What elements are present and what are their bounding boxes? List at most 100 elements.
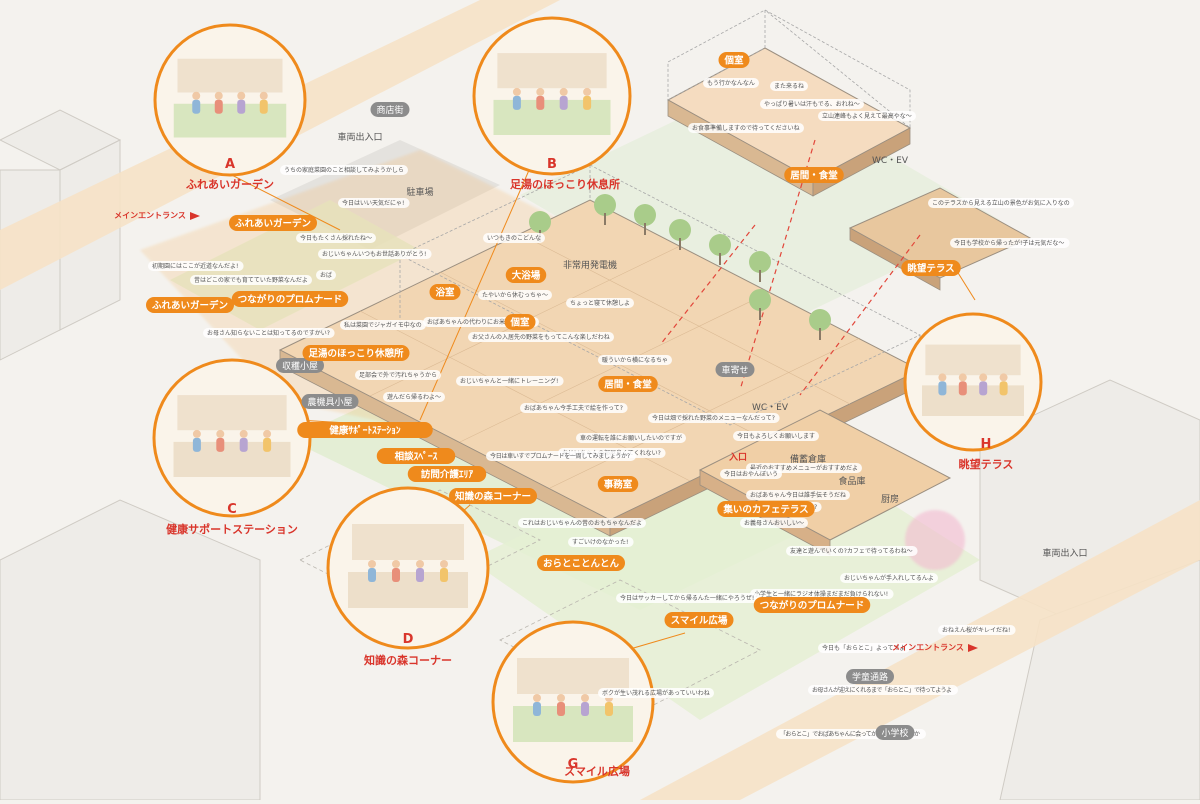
bubble-text: 初期園にはここが近道なんだよ! [152, 262, 238, 270]
svg-text:訪問介護ｴﾘｱ: 訪問介護ｴﾘｱ [421, 469, 474, 481]
bubble-text: ボクが生い茂れる広場があっていいわね [602, 689, 710, 697]
svg-text:つながりのプロムナード: つながりのプロムナード [238, 294, 343, 306]
speech-bubble: お食事準備しますので待ってくださいね [688, 123, 804, 133]
plain-label-wcev1: WC・EV [872, 156, 909, 166]
bubble-text: すごいけのなかった! [572, 538, 628, 546]
orange-tag-sodan: 相談ｽﾍﾟｰｽ [376, 448, 456, 464]
tree [669, 219, 691, 250]
orange-tag-koshitsu1: 個室 [504, 314, 536, 330]
orange-tag-fureai2: ふれあいガーデン [146, 297, 234, 313]
bubble-text: 足部会で外で汚れちゃうから [359, 371, 437, 379]
svg-text:農機具小屋: 農機具小屋 [307, 396, 352, 408]
speech-bubble: お義母さんおいしい〜 [740, 518, 808, 528]
circle-letter: C [227, 502, 237, 517]
gray-tag-shogakko: 小学校 [875, 725, 915, 740]
speech-bubble: おば [316, 270, 336, 280]
circle-letter: D [403, 632, 414, 647]
projection-lines [659, 139, 921, 396]
bubble-text: やっぱり暑いは汗もでる、おれね〜 [764, 100, 860, 108]
bubble-text: 「おらとこ」でおばあちゃんに会ってから帰りましょうか [780, 730, 920, 738]
bubble-text: おじいちゃんが手入れしてるんよ [844, 574, 934, 582]
detail-circle-b: B [472, 16, 632, 176]
bubble-text: おじいちゃんと一緒にトレーニング! [460, 377, 558, 385]
circle-title: 眺望テラス [959, 457, 1014, 471]
bubble-text: 今日は車いすでプロムナードを一周してみましょうか? [490, 452, 630, 460]
orange-tag-chobou: 眺望テラス [901, 260, 961, 276]
speech-bubble: 私は菜園でジャガイモ中なの [340, 320, 426, 330]
speech-bubble: 今日は畑で採れた野菜のメニューなんだって? [648, 413, 780, 423]
circle-letter: B [547, 157, 557, 172]
bubble-text: 今日も「おらとこ」よってでよ [822, 644, 906, 652]
bubble-text: お父さんの入居先の野菜をもってこんな楽しだわね [472, 333, 610, 341]
gray-tag-shuukaku: 収穫小屋 [276, 358, 324, 373]
speech-bubble: お母さん知らないことは知ってるのですかい? [203, 328, 335, 338]
speech-bubble: お父さんの入居先の野菜をもってこんな楽しだわね [468, 332, 614, 342]
bubble-text: 小学生と一緒にラジオ体操まだまだ負けられない! [754, 590, 888, 598]
orange-tag-homon: 訪問介護ｴﾘｱ [407, 466, 487, 482]
bubble-text: もう行かなんなん [707, 79, 755, 87]
svg-text:小学校: 小学校 [881, 727, 908, 739]
speech-bubble: いつもきのこどんな [483, 233, 545, 243]
plain-label-chubo: 厨房 [881, 493, 899, 505]
plain-label-iriguchi: 入口 [728, 452, 747, 463]
speech-bubble: これはおじいちゃんの昔のおもちゃなんだよ [518, 518, 646, 528]
tree [709, 234, 731, 265]
bubble-text: いつもきのこどんな [487, 234, 541, 242]
speech-bubbles: うちの家庭菜園のこと相談してみようかしら今日はいい天気だにゃ!今日もたくさん採れ… [148, 78, 1074, 739]
speech-bubble: うちの家庭菜園のこと相談してみようかしら [280, 165, 408, 175]
orange-tag-oratoko: おらとことんとん [537, 555, 625, 571]
red-label-main1: メインエントランス [114, 211, 186, 220]
circle-letter: A [225, 157, 235, 172]
bubble-text: 今日は畑で採れた野菜のメニューなんだって? [652, 414, 775, 422]
neighbour-buildings [0, 109, 1200, 801]
plain-label-bichiku: 備蓄倉庫 [790, 453, 826, 465]
svg-text:商店街: 商店街 [376, 104, 403, 116]
svg-text:おらとことんとん: おらとことんとん [543, 559, 620, 570]
plain-label-sharyo2: 車両出入口 [1042, 547, 1087, 559]
orange-tag-ashiyu: 足湯のほっこり休憩所 [302, 345, 410, 361]
tree [809, 309, 831, 340]
svg-text:足湯のほっこり休憩所: 足湯のほっこり休憩所 [308, 348, 404, 360]
orange-tag-fureai1: ふれあいガーデン [229, 215, 317, 231]
speech-bubble: 友達と遊んでいくの?カフェで待ってるわね〜 [786, 546, 918, 556]
street-path-se [640, 500, 1200, 800]
bubble-text: たやいから休むっちゃ〜 [482, 291, 548, 299]
svg-text:個室: 個室 [723, 55, 744, 67]
bubble-text: お食事準備しますので待ってくださいね [692, 124, 800, 132]
red-label-main2: メインエントランス [892, 643, 964, 652]
bubble-text: お母さん知らないことは知ってるのですかい? [207, 329, 330, 337]
speech-bubble: 今日も「おらとこ」よってでよ [818, 643, 910, 653]
orange-tag-daiyokujo: 大浴場 [505, 267, 547, 283]
speech-bubble: 初期園にはここが近道なんだよ! [148, 261, 244, 271]
speech-bubble: ボクが生い茂れる広場があっていいわね [598, 688, 714, 698]
svg-text:知識の森コーナー: 知識の森コーナー [454, 491, 531, 503]
gray-tag-gakudo: 学童通路 [846, 669, 894, 684]
speech-bubble: おばあちゃん今手工夫で絵を作って? [520, 403, 628, 413]
circle-title: ふれあいガーデン [186, 177, 274, 191]
svg-text:健康ｻﾎﾟｰﾄｽﾃｰｼｮﾝ: 健康ｻﾎﾟｰﾄｽﾃｰｼｮﾝ [329, 425, 401, 437]
speech-bubble: 立山連峰もよく見えて最高やな〜 [818, 111, 916, 121]
bubble-text: 私は菜園でジャガイモ中なの [344, 321, 422, 329]
gray-tag-shotengai: 商店街 [370, 102, 410, 117]
svg-text:ふれあいガーデン: ふれあいガーデン [152, 300, 228, 312]
bubble-text: このテラスから見える立山の景色がお気に入りなの [932, 199, 1070, 207]
entrance-arrow-icon [190, 212, 200, 220]
orange-tag-tsudoi: 集いのカフェテラス [717, 501, 815, 517]
detail-circle-d: D 知識の森コーナー [326, 486, 490, 667]
speech-bubble: おねえん桜がキレイだね! [938, 625, 1016, 635]
plain-label-hijo: 非常用発電機 [563, 259, 617, 271]
bubble-text: おねえん桜がキレイだね! [942, 626, 1010, 634]
circle-title: 知識の森コーナー [363, 653, 452, 667]
bubble-text: ちょっと寝て休憩しよ [570, 299, 630, 307]
svg-text:収穫小屋: 収穫小屋 [282, 360, 318, 372]
bubble-text: 昔はどこの家でも育てていた野菜なんだよ [194, 276, 308, 284]
bubble-text: 今日はいい天気だにゃ! [342, 199, 404, 207]
orange-tag-promenade1: つながりのプロムナード [231, 291, 349, 307]
speech-bubble: おじいちゃんいつもお世話ありがとう! [318, 249, 432, 259]
svg-text:つながりのプロムナード: つながりのプロムナード [760, 600, 865, 612]
